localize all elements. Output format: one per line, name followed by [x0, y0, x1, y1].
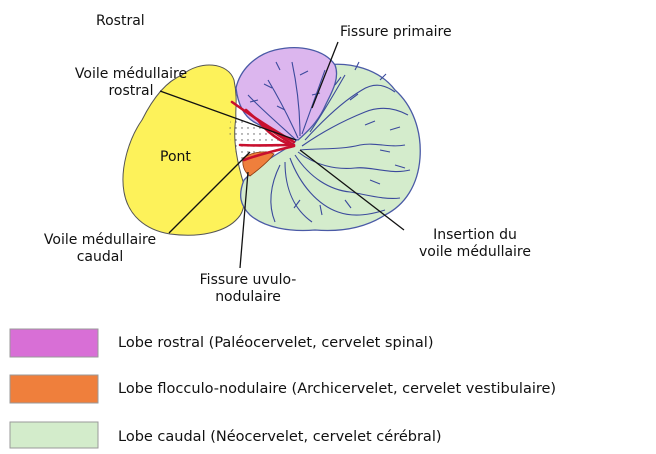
label-insertion: Insertion du voile médullaire [400, 227, 550, 261]
label-voile-caudal-line2: caudal [25, 249, 175, 266]
legend-swatch-flocculo [10, 375, 98, 403]
legend-swatch-rostral [10, 329, 98, 357]
label-voile-rostral-line1: Voile médullaire [56, 66, 206, 83]
label-pont: Pont [160, 149, 191, 166]
label-fissure-primaire: Fissure primaire [340, 24, 452, 41]
label-rostral: Rostral [96, 13, 145, 30]
legend-text-rostral: Lobe rostral (Paléocervelet, cervelet sp… [118, 334, 433, 352]
label-voile-rostral: Voile médullaire rostral [56, 66, 206, 100]
label-voile-caudal-line1: Voile médullaire [25, 232, 175, 249]
label-voile-caudal: Voile médullaire caudal [25, 232, 175, 266]
label-fissure-uvulo-line2: nodulaire [188, 289, 308, 306]
legend-swatch-caudal [10, 422, 98, 448]
legend-text-flocculo: Lobe flocculo-nodulaire (Archicervelet, … [118, 380, 556, 398]
label-fissure-uvulo-line1: Fissure uvulo- [188, 272, 308, 289]
label-fissure-uvulo: Fissure uvulo- nodulaire [188, 272, 308, 306]
label-insertion-line1: Insertion du [400, 227, 550, 244]
label-insertion-line2: voile médullaire [400, 244, 550, 261]
label-voile-rostral-line2: rostral [56, 83, 206, 100]
legend-text-caudal: Lobe caudal (Néocervelet, cervelet céréb… [118, 428, 442, 446]
